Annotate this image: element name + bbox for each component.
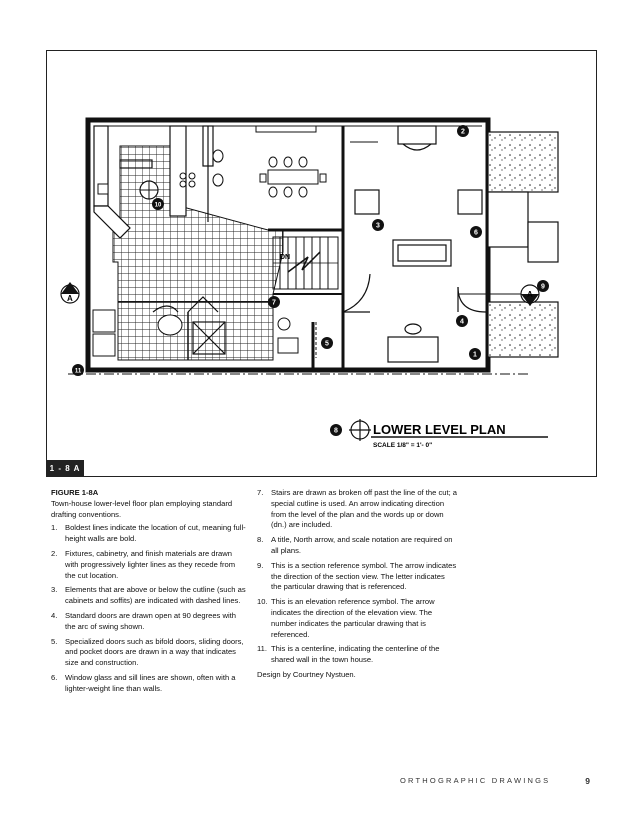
list-item: 10.This is an elevation reference symbol… — [257, 597, 435, 639]
dining-set — [212, 125, 327, 198]
bathroom-fixtures — [92, 309, 317, 358]
callout-label-10: 10 — [155, 203, 162, 209]
section-symbol-right — [520, 284, 540, 306]
living-furniture — [354, 125, 483, 363]
page-number: 9 — [585, 776, 590, 786]
figure-intro: Town-house lower-level floor plan employ… — [51, 498, 233, 519]
figure-heading: FIGURE 1-8A — [51, 488, 99, 497]
callout-label-6: 6 — [474, 230, 478, 237]
list-item: 4.Standard doors are drawn open at 90 de… — [51, 610, 236, 631]
section-symbol-left — [60, 282, 80, 304]
callout-9 — [537, 280, 549, 292]
patio — [458, 131, 559, 358]
list-item: 2.Fixtures, cabinetry, and finish materi… — [51, 548, 236, 580]
running-section-title: ORTHOGRAPHIC DRAWINGS — [400, 776, 551, 785]
list-item: 5.Specialized doors such as bifold doors… — [51, 636, 244, 668]
callout-label-5: 5 — [325, 341, 329, 348]
caption-column-2: 7.Stairs are drawn as broken off past th… — [257, 488, 457, 681]
doors — [152, 273, 487, 355]
list-item: 7.Stairs are drawn as broken off past th… — [257, 488, 458, 530]
callout-4 — [456, 315, 468, 327]
callout-8 — [330, 424, 342, 436]
stairs — [272, 236, 339, 290]
floor-plan-drawing: DN — [60, 117, 559, 449]
kitchen-island — [97, 172, 196, 200]
callout-1 — [469, 348, 481, 360]
callout-label-3: 3 — [376, 223, 380, 230]
callout-11 — [72, 364, 84, 376]
callout-10 — [152, 198, 164, 210]
plan-title: LOWER LEVEL PLAN — [373, 422, 506, 437]
figure-frame — [46, 50, 597, 477]
interior-walls — [118, 126, 378, 370]
caption-column-1: FIGURE 1-8A Town-house lower-level floor… — [51, 488, 246, 699]
callout-3 — [372, 219, 384, 231]
callout-7 — [268, 296, 280, 308]
convention-list-1: 1.Boldest lines indicate the location of… — [51, 523, 246, 694]
figure-tab: 1 - 8 A — [46, 460, 84, 477]
callout-2 — [457, 125, 469, 137]
stair-dn-label: DN — [280, 254, 290, 261]
callout-label-7: 7 — [272, 300, 276, 307]
callout-label-8: 8 — [334, 428, 338, 435]
section-letter-right: A — [527, 290, 533, 299]
list-item: 8.A title, North arrow, and scale notati… — [257, 535, 453, 555]
list-item: 1.Boldest lines indicate the location of… — [51, 523, 246, 544]
list-item: 9.This is a section reference symbol. Th… — [257, 560, 457, 592]
callout-6 — [470, 226, 482, 238]
plan-scale: SCALE 1/8" = 1'- 0" — [373, 442, 432, 449]
list-item: 6.Window glass and sill lines are shown,… — [51, 672, 236, 693]
callout-label-1: 1 — [473, 352, 477, 359]
north-arrow — [349, 419, 371, 441]
page-footer: ORTHOGRAPHIC DRAWINGS 9 — [400, 776, 590, 788]
convention-list-2: 7.Stairs are drawn as broken off past th… — [257, 488, 457, 666]
callout-label-2: 2 — [461, 129, 465, 136]
tile-floor — [112, 145, 284, 361]
callouts — [72, 125, 549, 436]
callout-label-11: 11 — [75, 369, 82, 375]
design-credit: Design by Courtney Nystuen. — [257, 669, 356, 679]
list-item: 11.This is a centerline, indicating the … — [257, 644, 440, 665]
callout-5 — [321, 337, 333, 349]
list-item: 3.Elements that are above or below the c… — [51, 585, 246, 606]
callout-label-4: 4 — [460, 319, 464, 326]
section-letter-left: A — [67, 294, 73, 303]
callout-label-9: 9 — [541, 284, 545, 291]
